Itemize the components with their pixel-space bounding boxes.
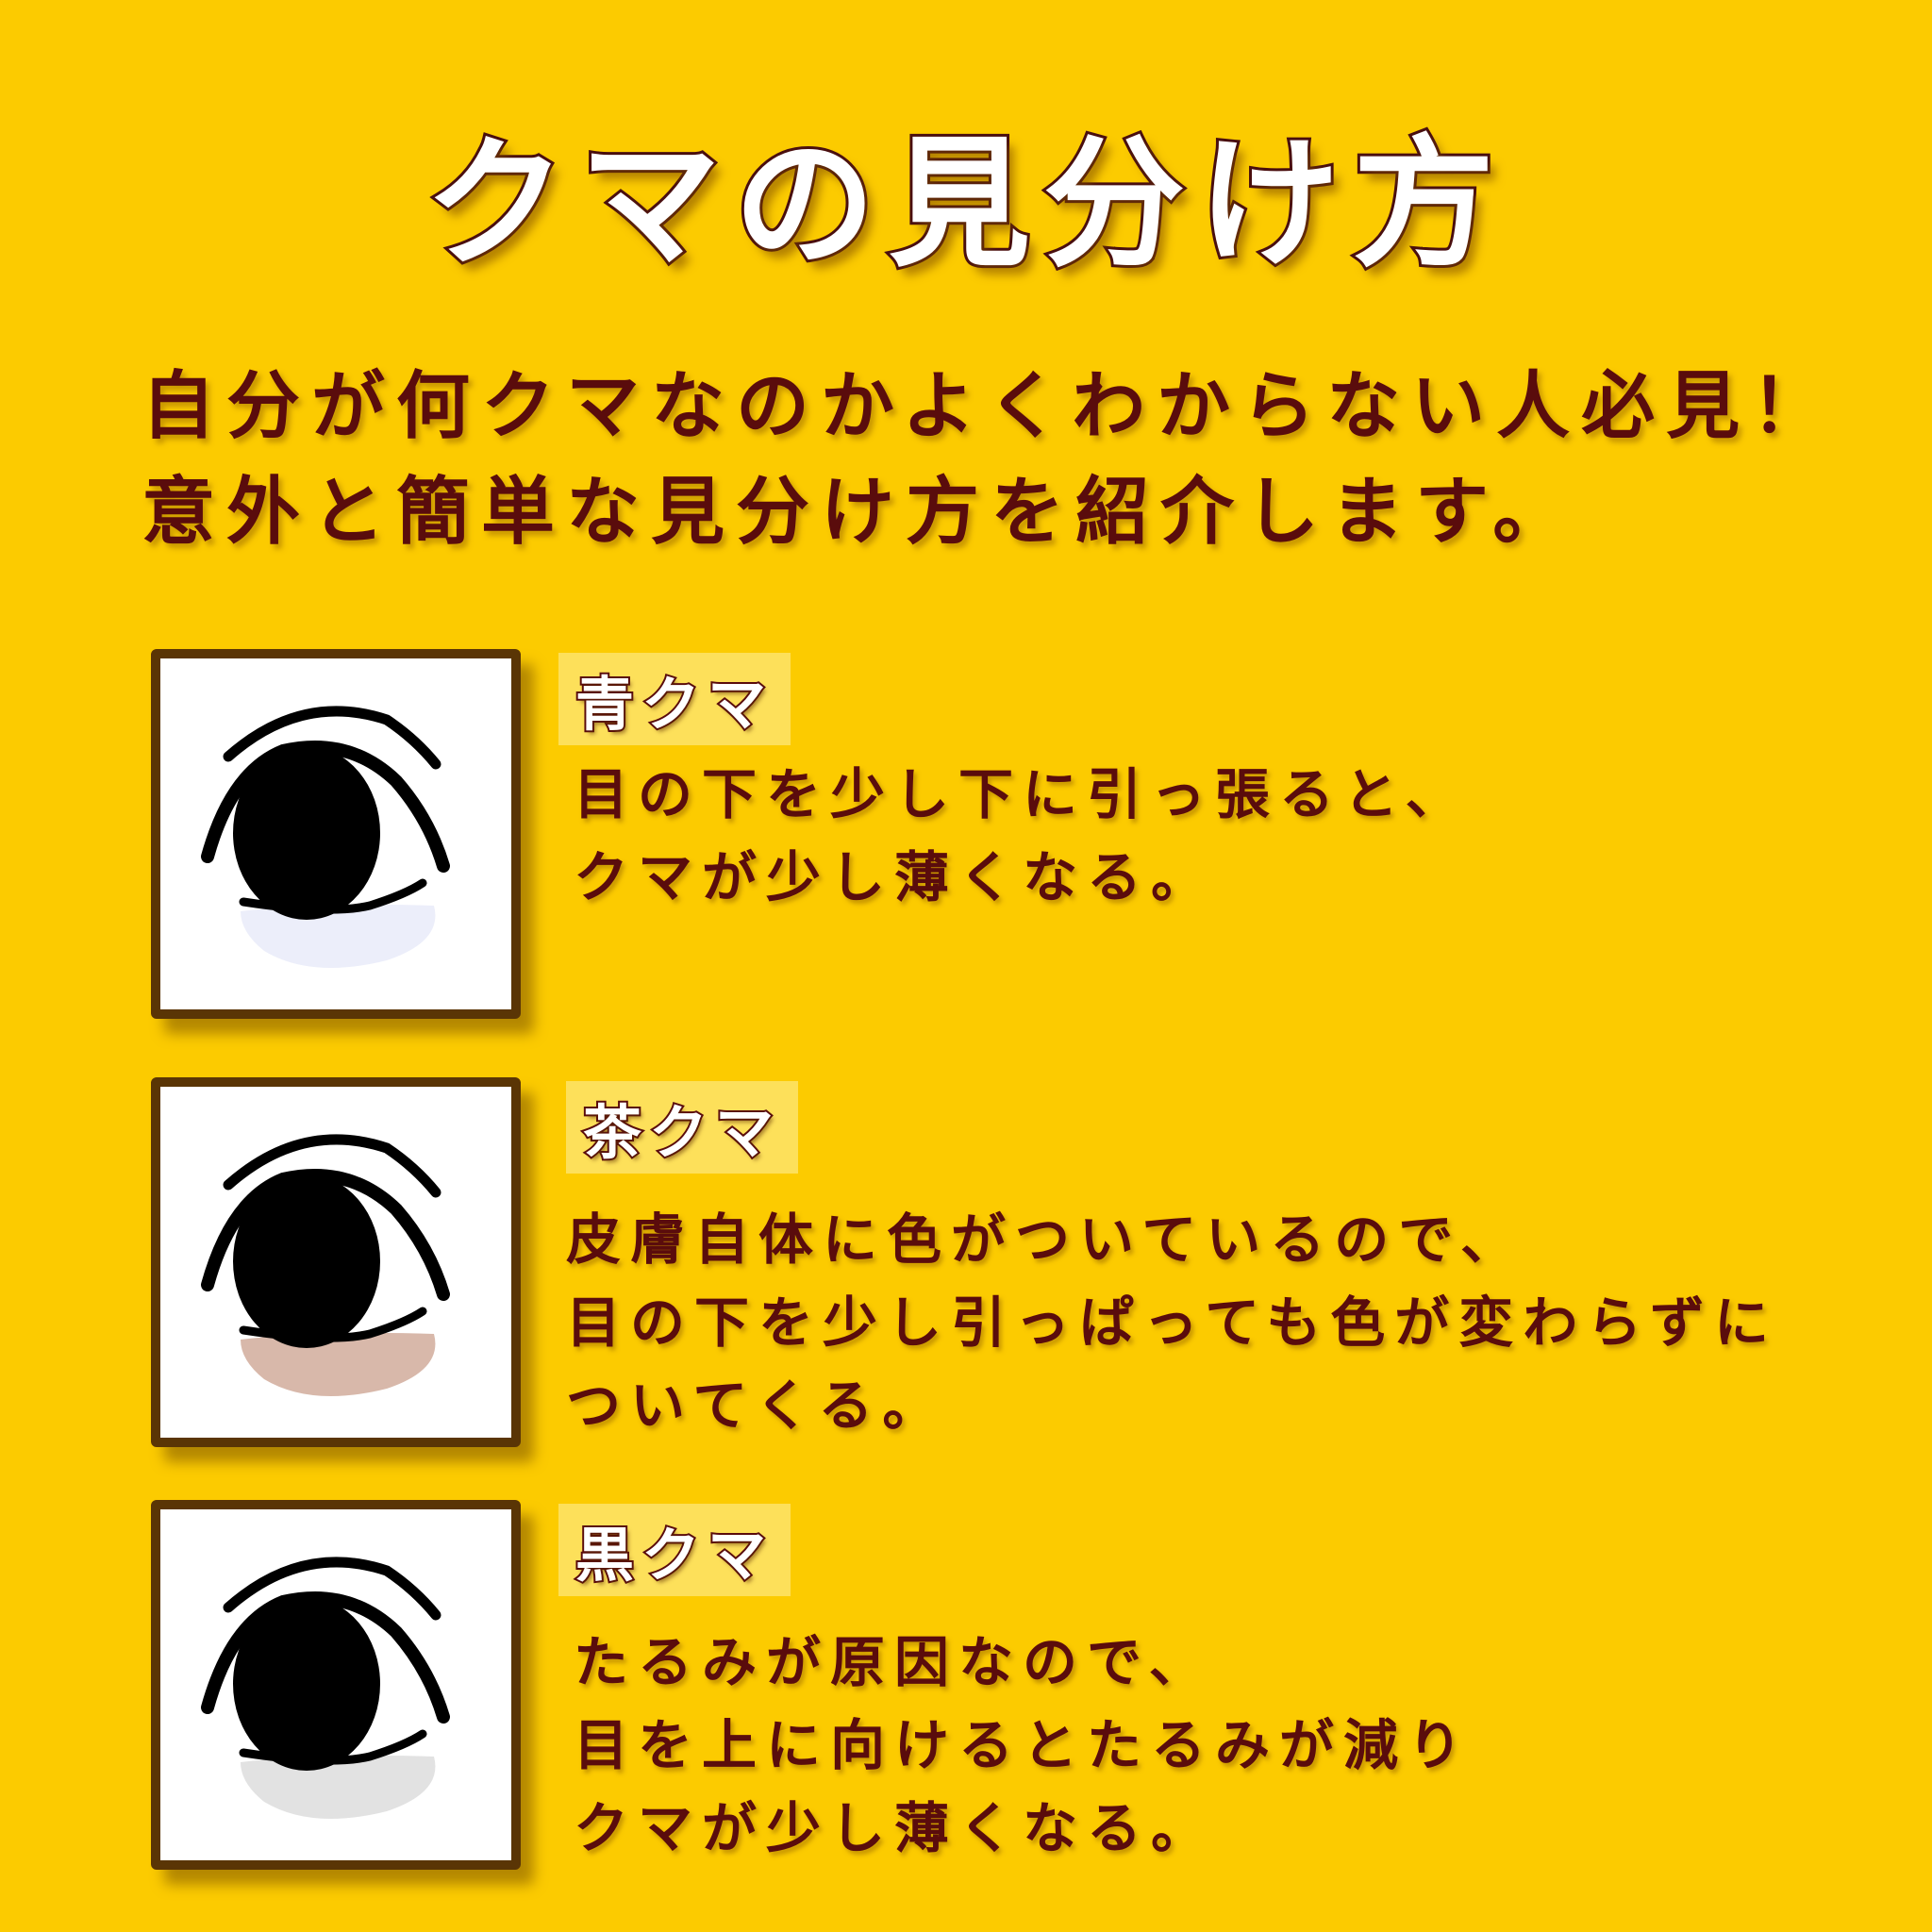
intro-line: 意外と簡単な見分け方を紹介します。 xyxy=(142,470,1578,555)
eye-illustration xyxy=(151,1500,521,1870)
description-line: 目の下を少し引っぱっても色が変わらずに xyxy=(566,1291,1779,1355)
section-black-kuma: 黒クマ たるみが原因なので、 目を上に向けるとたるみが減り クマが少し薄くなる。 xyxy=(151,1500,1849,1877)
eyelid-line xyxy=(201,741,450,873)
description-line: クマが少し薄くなる。 xyxy=(574,845,1216,909)
under-eye-shadow xyxy=(241,1755,436,1819)
section-description: 目の下を少し下に引っ張ると、 クマが少し薄くなる。 xyxy=(574,753,1470,919)
pupil xyxy=(233,1174,380,1348)
under-eye-shadow xyxy=(241,1332,436,1396)
intro-text: 自分が何クマなのかよくわからない人必見！ 意外と簡単な見分け方を紹介します。 xyxy=(142,354,1836,565)
description-line: たるみが原因なので、 xyxy=(574,1630,1213,1694)
section-label: 青クマ xyxy=(558,653,791,745)
lower-eyelid-line xyxy=(239,878,427,914)
section-description: たるみが原因なので、 目を上に向けるとたるみが減り クマが少し薄くなる。 xyxy=(574,1621,1472,1870)
eye-illustration xyxy=(151,1077,521,1447)
page-title: クマの見分け方 xyxy=(422,120,1507,290)
section-description: 皮膚自体に色がついているので、 目の下を少し引っぱっても色が変わらずに ついてく… xyxy=(566,1198,1778,1447)
eye-illustration xyxy=(151,649,521,1019)
eyebrow-line xyxy=(223,1134,441,1198)
under-eye-shadow xyxy=(241,904,436,968)
description-line: 目を上に向けるとたるみが減り xyxy=(574,1713,1473,1777)
eyebrow-line xyxy=(223,706,441,770)
pupil xyxy=(233,746,380,920)
section-label: 茶クマ xyxy=(566,1081,799,1174)
description-line: クマが少し薄くなる。 xyxy=(574,1796,1216,1860)
lower-eyelid-line xyxy=(239,1729,427,1765)
pupil xyxy=(233,1597,380,1771)
eyebrow-line xyxy=(223,1557,441,1621)
intro-line: 自分が何クマなのかよくわからない人必見！ xyxy=(142,364,1837,449)
lower-eyelid-line xyxy=(239,1307,427,1342)
section-blue-kuma: 青クマ 目の下を少し下に引っ張ると、 クマが少し薄くなる。 xyxy=(151,649,1849,1026)
description-line: 皮膚自体に色がついているので、 xyxy=(566,1208,1524,1272)
section-label: 黒クマ xyxy=(558,1504,791,1596)
eyelid-line xyxy=(201,1169,450,1301)
eyelid-line xyxy=(201,1591,450,1724)
section-brown-kuma: 茶クマ 皮膚自体に色がついているので、 目の下を少し引っぱっても色が変わらずに … xyxy=(151,1077,1849,1455)
description-line: ついてくる。 xyxy=(566,1374,947,1438)
description-line: 目の下を少し下に引っ張ると、 xyxy=(574,762,1470,826)
